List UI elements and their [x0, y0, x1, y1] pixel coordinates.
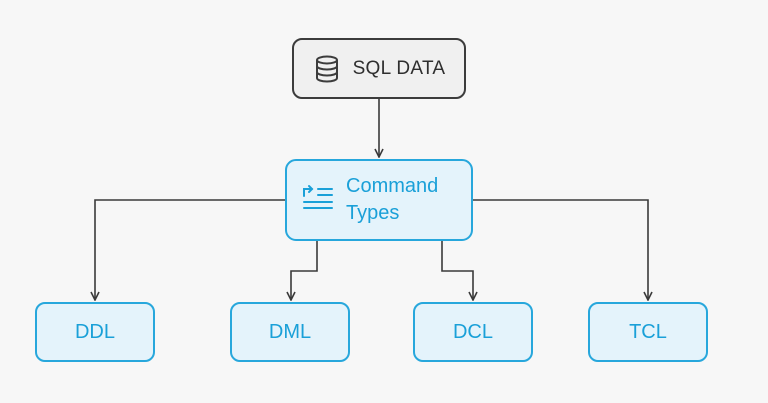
dml-label: DML [268, 320, 312, 343]
ddl-label: DDL [74, 320, 115, 343]
database-icon [315, 55, 338, 83]
dcl-label: DCL [452, 320, 493, 343]
command-types-label-line2: Types [346, 202, 400, 224]
tcl-label: TCL [629, 320, 667, 343]
connector-to-dcl [441, 241, 473, 300]
tcl-node: TCL [588, 302, 708, 362]
connector-to-tcl [473, 199, 648, 300]
connector-to-ddl [95, 199, 285, 300]
sql-data-node: SQL DATA [292, 38, 466, 99]
command-types-node: Command Types [285, 159, 473, 241]
dcl-node: DCL [413, 302, 533, 362]
dml-node: DML [230, 302, 350, 362]
connector-to-dml [291, 241, 318, 300]
sql-data-label: SQL DATA [352, 57, 446, 79]
command-types-label-line1: Command [346, 175, 439, 197]
list-arrow-icon [303, 185, 333, 209]
ddl-node: DDL [35, 302, 155, 362]
